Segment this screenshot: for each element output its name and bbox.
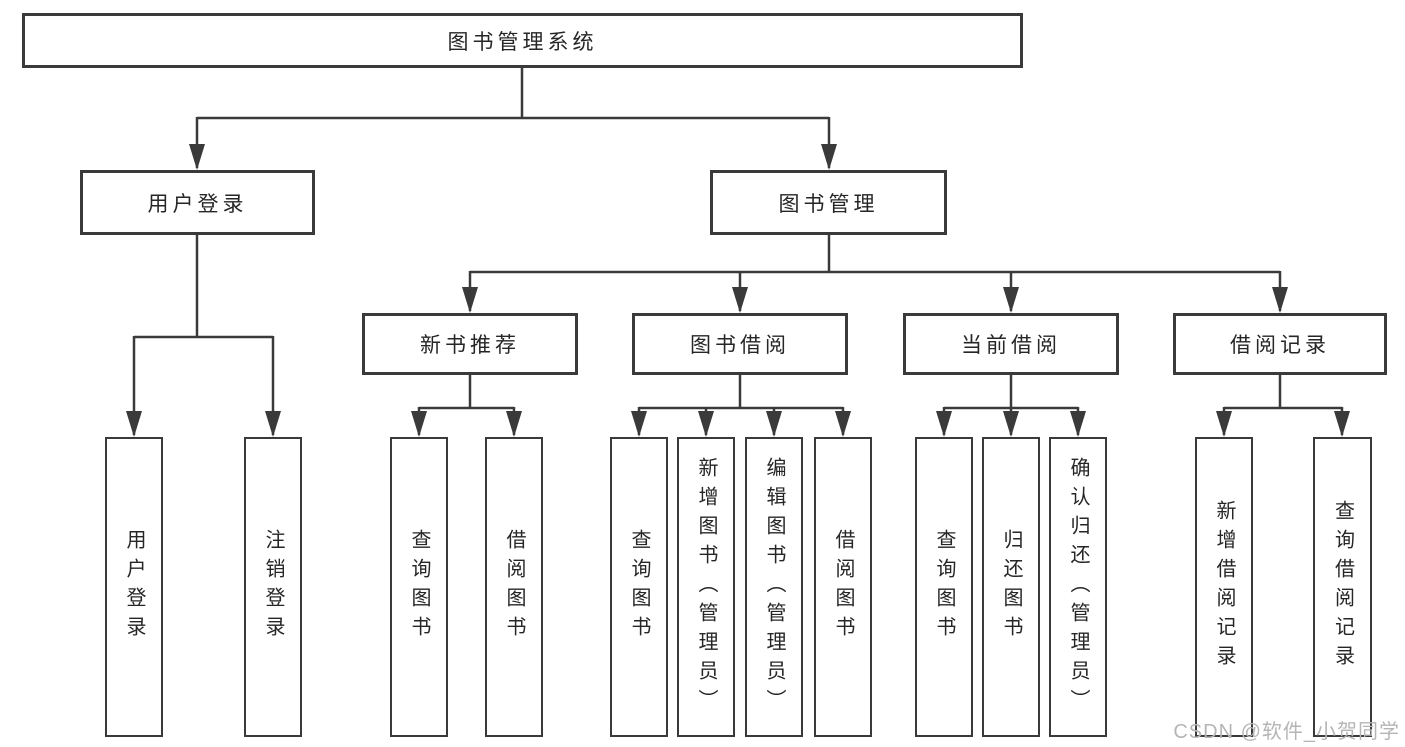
node-book-borrow: 图书借阅 [632, 313, 848, 375]
leaf-logout: 注销登录 [244, 437, 302, 737]
node-new-book-recommend: 新书推荐 [362, 313, 578, 375]
leaf-return-book: 归还图书 [982, 437, 1040, 737]
node-current-borrow: 当前借阅 [903, 313, 1119, 375]
node-book-management: 图书管理 [710, 170, 947, 235]
leaf-query-borrow-record: 查询借阅记录 [1313, 437, 1372, 737]
leaf-borrow-books-2: 借阅图书 [814, 437, 872, 737]
leaf-edit-book-admin: 编辑图书（管理员） [745, 437, 803, 737]
leaf-query-books-2: 查询图书 [610, 437, 668, 737]
leaf-add-book-admin: 新增图书（管理员） [677, 437, 735, 737]
leaf-confirm-return-admin: 确认归还（管理员） [1049, 437, 1107, 737]
leaf-borrow-books-1: 借阅图书 [485, 437, 543, 737]
leaf-user-login: 用户登录 [105, 437, 163, 737]
arrowheads [126, 144, 1350, 437]
leaf-query-books-3: 查询图书 [915, 437, 973, 737]
node-library-system: 图书管理系统 [22, 13, 1023, 68]
node-borrow-records: 借阅记录 [1173, 313, 1387, 375]
watermark: CSDN @软件_小贺同学 [1173, 721, 1400, 743]
node-user-login: 用户登录 [80, 170, 315, 235]
leaf-add-borrow-record: 新增借阅记录 [1195, 437, 1253, 737]
leaf-query-books-1: 查询图书 [390, 437, 448, 737]
